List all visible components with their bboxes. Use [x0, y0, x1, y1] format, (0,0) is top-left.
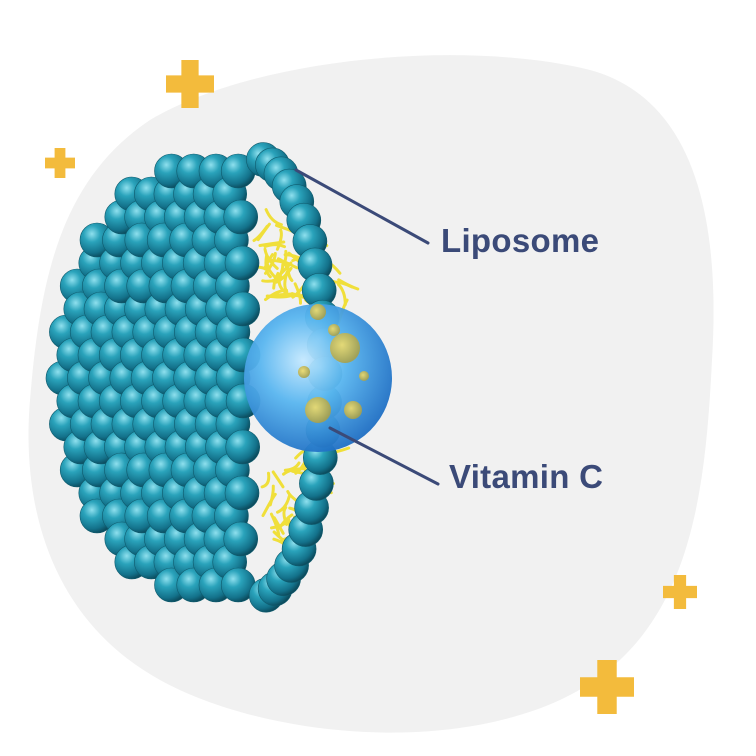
lipid-tail — [283, 461, 301, 472]
phospholipid-head — [223, 199, 258, 235]
liposome-illustration — [45, 142, 392, 613]
lipid-tail — [286, 264, 294, 282]
lipid-tail — [277, 279, 291, 296]
lipid-tail — [260, 471, 271, 489]
lipid-tail — [264, 288, 288, 302]
lipid-tail — [258, 240, 286, 247]
lipid-tail — [264, 208, 283, 227]
lipid-tail — [281, 249, 288, 267]
liposome-leader-line — [294, 168, 430, 245]
lipid-tail — [293, 282, 303, 305]
phospholipid-head — [223, 521, 258, 557]
lipid-tail — [270, 519, 291, 530]
vitamin-c-leader-line — [328, 426, 440, 486]
plus-sparkle-icon — [663, 575, 697, 609]
lipid-tail — [263, 247, 279, 270]
lipid-tail — [256, 222, 271, 242]
vitamin-c-label: Vitamin C — [449, 458, 604, 495]
vitamin-c-particle — [330, 333, 360, 363]
plus-sparkle-icon — [166, 60, 214, 108]
phospholipid-head — [224, 475, 260, 511]
phospholipid-head — [225, 429, 260, 465]
lipid-tail — [276, 494, 291, 514]
lipid-tail — [275, 228, 283, 251]
vitamin-c-particle — [305, 397, 331, 423]
lipid-tail — [272, 272, 280, 290]
vitamin-c-particle — [310, 304, 326, 320]
phospholipid-head — [224, 245, 260, 281]
lipid-tail — [337, 278, 360, 291]
lipid-tail — [271, 470, 285, 489]
plus-sparkle-icon — [580, 660, 635, 715]
lipid-tail — [275, 266, 293, 284]
vitamin-c-particle — [359, 371, 369, 381]
vitamin-c-particle — [344, 401, 362, 419]
vitamin-c-core — [244, 304, 392, 452]
vitamin-c-particle — [298, 366, 310, 378]
phospholipid-head — [225, 291, 260, 327]
lipid-tail — [261, 492, 277, 518]
vitamin-c-particle — [328, 324, 340, 336]
liposome-label: Liposome — [441, 222, 600, 259]
plus-sparkle-icon — [45, 148, 75, 179]
